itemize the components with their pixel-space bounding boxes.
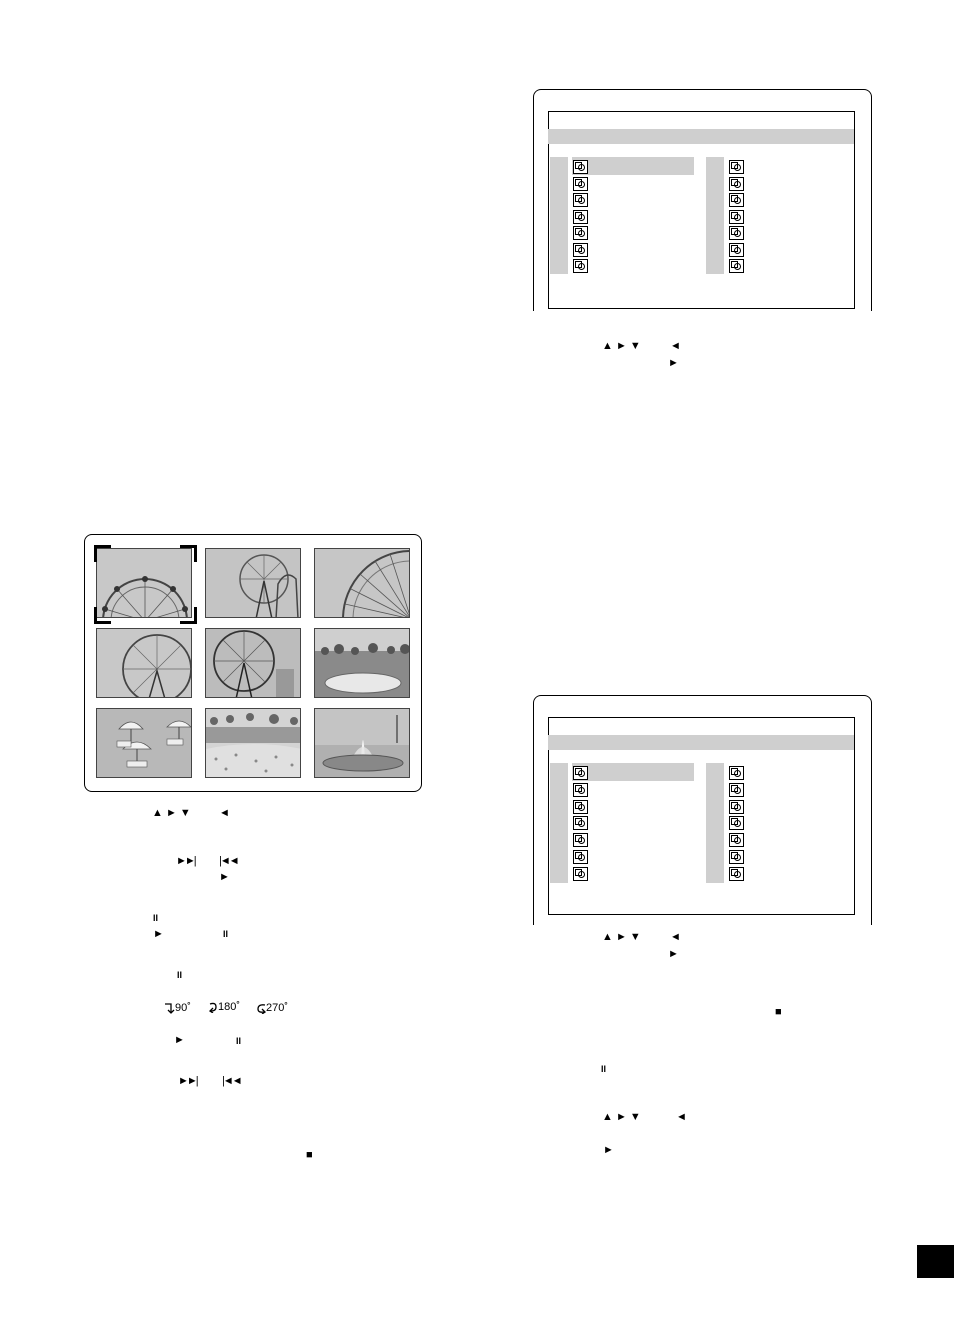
arrow-up-right-down-icon: ▲ ► ▼	[602, 1111, 641, 1123]
file-menu-panel-1	[533, 89, 872, 311]
rotate-270-icon	[255, 1001, 267, 1019]
image-file-icon[interactable]	[573, 193, 588, 207]
image-file-icon[interactable]	[573, 209, 588, 224]
image-file-icon[interactable]	[729, 799, 744, 814]
image-file-icon[interactable]	[729, 850, 744, 864]
ferris-wheel-closeup-image	[315, 549, 409, 617]
image-file-icon[interactable]	[573, 866, 588, 881]
image-file-icon[interactable]	[573, 850, 588, 864]
selected-row-highlight	[572, 157, 694, 175]
image-file-icon[interactable]	[729, 193, 744, 207]
fountain-image	[315, 709, 409, 777]
image-file-icon[interactable]	[729, 782, 744, 797]
image-file-icon[interactable]	[729, 209, 744, 224]
next-skip-icon: ►►|	[178, 1075, 199, 1087]
selection-corner-tr	[180, 545, 197, 562]
image-file-icon[interactable]	[729, 226, 744, 240]
thumbnail-flower-field[interactable]	[205, 708, 301, 778]
play-icon: ►	[668, 948, 679, 960]
left-column-bar	[550, 763, 568, 883]
menu-header-bar	[548, 735, 854, 750]
rotate-180-label: 180˚	[218, 1001, 241, 1013]
arrow-up-right-down-icon: ▲ ► ▼	[152, 807, 191, 819]
thumbnail-ferris-wheel-closeup[interactable]	[314, 548, 410, 618]
image-file-icon[interactable]	[573, 816, 588, 831]
thumbnail-panel	[84, 534, 422, 792]
arrow-left-icon: ◄	[670, 931, 681, 943]
right-column-bar	[706, 157, 724, 274]
play-icon: ►	[668, 357, 679, 369]
image-file-icon[interactable]	[729, 833, 744, 848]
image-file-icon[interactable]	[573, 799, 588, 814]
right-column-bar	[706, 763, 724, 883]
thumbnail-ferris-wheel-coaster[interactable]	[205, 548, 301, 618]
file-menu-panel-2	[533, 695, 872, 925]
play-icon: ►	[603, 1144, 614, 1156]
flower-field-image	[206, 709, 300, 777]
arrow-left-icon: ◄	[676, 1111, 687, 1123]
image-file-icon[interactable]	[573, 259, 588, 273]
rotate-90-label: 90˚	[175, 1002, 191, 1014]
image-file-icon[interactable]	[729, 176, 744, 191]
thumbnail-ferris-wheel-1[interactable]	[96, 548, 192, 618]
thumbnail-ferris-wheel-2[interactable]	[96, 628, 192, 698]
ferris-wheel-image	[97, 549, 191, 617]
ferris-wheel-2-image	[97, 629, 191, 697]
selection-corner-bl	[94, 607, 111, 624]
arrow-up-right-down-icon: ▲ ► ▼	[602, 931, 641, 943]
prev-skip-icon: |◄◄	[222, 1075, 243, 1087]
image-file-icon[interactable]	[573, 176, 588, 191]
selected-row-highlight	[572, 763, 694, 781]
thumbnail-flower-garden[interactable]	[314, 628, 410, 698]
image-file-icon[interactable]	[729, 242, 744, 257]
image-file-icon[interactable]	[729, 816, 744, 831]
image-file-icon[interactable]	[573, 766, 588, 780]
pause-icon: II	[236, 1036, 242, 1046]
umbrellas-patio-image	[97, 709, 191, 777]
stop-icon: ■	[775, 1006, 782, 1018]
arrow-left-icon: ◄	[670, 340, 681, 352]
pause-icon: II	[153, 913, 159, 923]
thumbnail-umbrellas-patio[interactable]	[96, 708, 192, 778]
image-file-icon[interactable]	[573, 242, 588, 257]
arrow-up-right-down-icon: ▲ ► ▼	[602, 340, 641, 352]
prev-skip-icon: |◄◄	[219, 855, 240, 867]
image-file-icon[interactable]	[729, 259, 744, 273]
arrow-left-icon: ◄	[219, 807, 230, 819]
pause-icon: II	[223, 929, 229, 939]
rotate-180-icon	[207, 1000, 219, 1018]
image-file-icon[interactable]	[573, 782, 588, 797]
flower-garden-image	[315, 629, 409, 697]
left-column-bar	[550, 157, 568, 274]
thumbnail-fountain[interactable]	[314, 708, 410, 778]
thumbnail-ferris-wheel-3[interactable]	[205, 628, 301, 698]
ferris-wheel-coaster-image	[206, 549, 300, 617]
pause-icon: II	[177, 970, 183, 980]
selection-corner-br	[180, 607, 197, 624]
selection-corner-tl	[94, 545, 111, 562]
image-file-icon[interactable]	[573, 833, 588, 848]
ferris-wheel-3-image	[206, 629, 300, 697]
rotate-270-label: 270˚	[266, 1002, 289, 1014]
image-file-icon[interactable]	[573, 226, 588, 240]
image-file-icon[interactable]	[729, 766, 744, 780]
play-icon: ►	[153, 928, 164, 940]
play-icon: ►	[219, 871, 230, 883]
next-skip-icon: ►►|	[176, 855, 197, 867]
file-menu-screen-1	[548, 111, 855, 309]
rotate-90-icon	[163, 1001, 175, 1019]
file-menu-screen-2	[548, 717, 855, 915]
pause-icon: II	[601, 1064, 607, 1074]
image-file-icon[interactable]	[729, 160, 744, 174]
play-icon: ►	[174, 1034, 185, 1046]
image-file-icon[interactable]	[729, 866, 744, 881]
stop-icon: ■	[306, 1149, 313, 1161]
page-number-block	[917, 1245, 954, 1278]
image-file-icon[interactable]	[573, 160, 588, 174]
menu-header-bar	[548, 129, 854, 144]
